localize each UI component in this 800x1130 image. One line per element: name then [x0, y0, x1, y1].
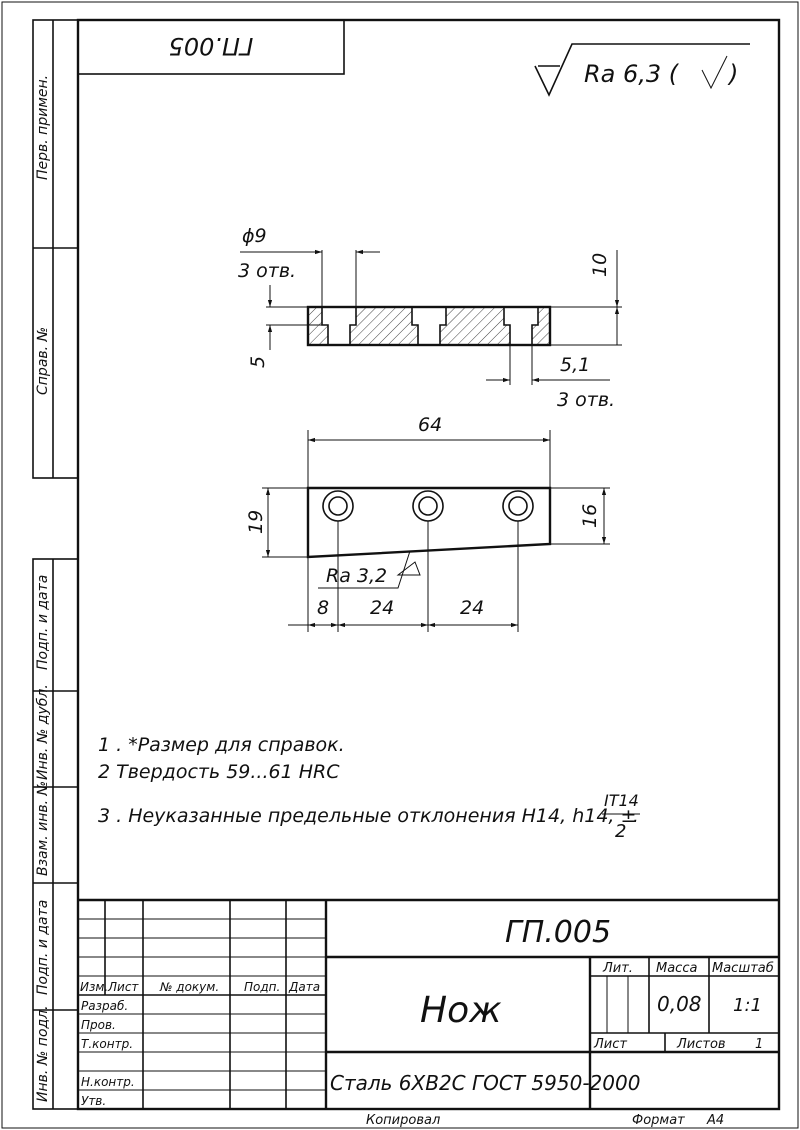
dim-hole-dia: ϕ9 [242, 225, 267, 247]
side-label-perv-primen: Перв. примен. [35, 75, 51, 180]
note-3: 3 . Неуказанные предельные отклонения H1… [98, 805, 636, 827]
title-material: Сталь 6ХВ2С ГОСТ 5950-2000 [330, 1071, 640, 1095]
note-3-dot: . [633, 806, 639, 827]
col-podp: Подп. [244, 980, 280, 994]
footer-kopiroval: Копировал [366, 1113, 440, 1128]
title-name: Нож [420, 990, 502, 1031]
dim-length: 64 [418, 414, 442, 436]
side-label-sprav-no: Справ. № [35, 327, 51, 395]
face-roughness-label: Ra 3,2 [326, 565, 387, 587]
col-list: Лист [107, 980, 139, 994]
side-label-inv-dubl: Инв. № дубл. [35, 684, 51, 780]
dim-height-left: 19 [245, 510, 267, 534]
note-2: 2 Твердость 59...61 HRC [98, 761, 340, 783]
label-lit: Лит. [602, 961, 633, 976]
value-listov: 1 [755, 1037, 763, 1052]
row-razrab: Разраб. [81, 999, 128, 1013]
dim-small-hole: 5,1 [560, 354, 590, 376]
value-mass: 0,08 [657, 992, 702, 1016]
dim-pitch-second: 24 [370, 597, 394, 619]
label-masshtab: Масштаб [712, 961, 774, 976]
row-prov: Пров. [81, 1018, 116, 1032]
note-3-numerator: IT14 [604, 791, 639, 810]
general-roughness-close: ) [727, 60, 738, 88]
note-1: 1 . *Размер для справок. [98, 734, 345, 756]
value-scale: 1:1 [733, 995, 762, 1016]
title-block [78, 898, 779, 1109]
dim-holes-top: 3 отв. [238, 260, 296, 282]
footer-format: Формат [632, 1113, 685, 1128]
col-data: Дата [288, 980, 320, 994]
row-tkontr: Т.контр. [81, 1037, 133, 1051]
footer-format-value: А4 [706, 1113, 724, 1128]
dim-holes-bottom: 3 отв. [557, 389, 615, 411]
title-designation: ГП.005 [505, 915, 611, 950]
roughness-check-icon [701, 55, 728, 90]
row-nkontr: Н.контр. [81, 1075, 135, 1089]
label-listov: Листов [676, 1037, 726, 1052]
note-3-denominator: 2 [615, 821, 626, 842]
side-label-podp-data-2: Подп. и дата [35, 900, 51, 995]
dim-pitch-third: 24 [460, 597, 484, 619]
dim-pitch-first: 8 [317, 597, 329, 619]
top-stamp: ГП.005 [169, 32, 254, 60]
dim-thickness: 10 [589, 253, 611, 277]
front-view [262, 430, 610, 632]
row-utv: Утв. [81, 1094, 106, 1108]
label-list: Лист [593, 1037, 627, 1052]
side-label-vzam-inv: Взам. инв. № [35, 781, 51, 876]
side-label-podp-data-1: Подп. и дата [35, 575, 51, 670]
dim-height-right: 16 [579, 504, 601, 528]
general-roughness-label: Ra 6,3 ( [584, 60, 680, 88]
col-doc: № докум. [159, 980, 219, 994]
dim-counterbore: 5 [247, 356, 269, 368]
label-massa: Масса [656, 961, 697, 976]
col-izm: Изм. [80, 980, 108, 994]
general-roughness-symbol [534, 43, 750, 97]
section-view [240, 249, 622, 385]
side-label-inv-podl: Инв. № подл. [35, 1005, 51, 1102]
